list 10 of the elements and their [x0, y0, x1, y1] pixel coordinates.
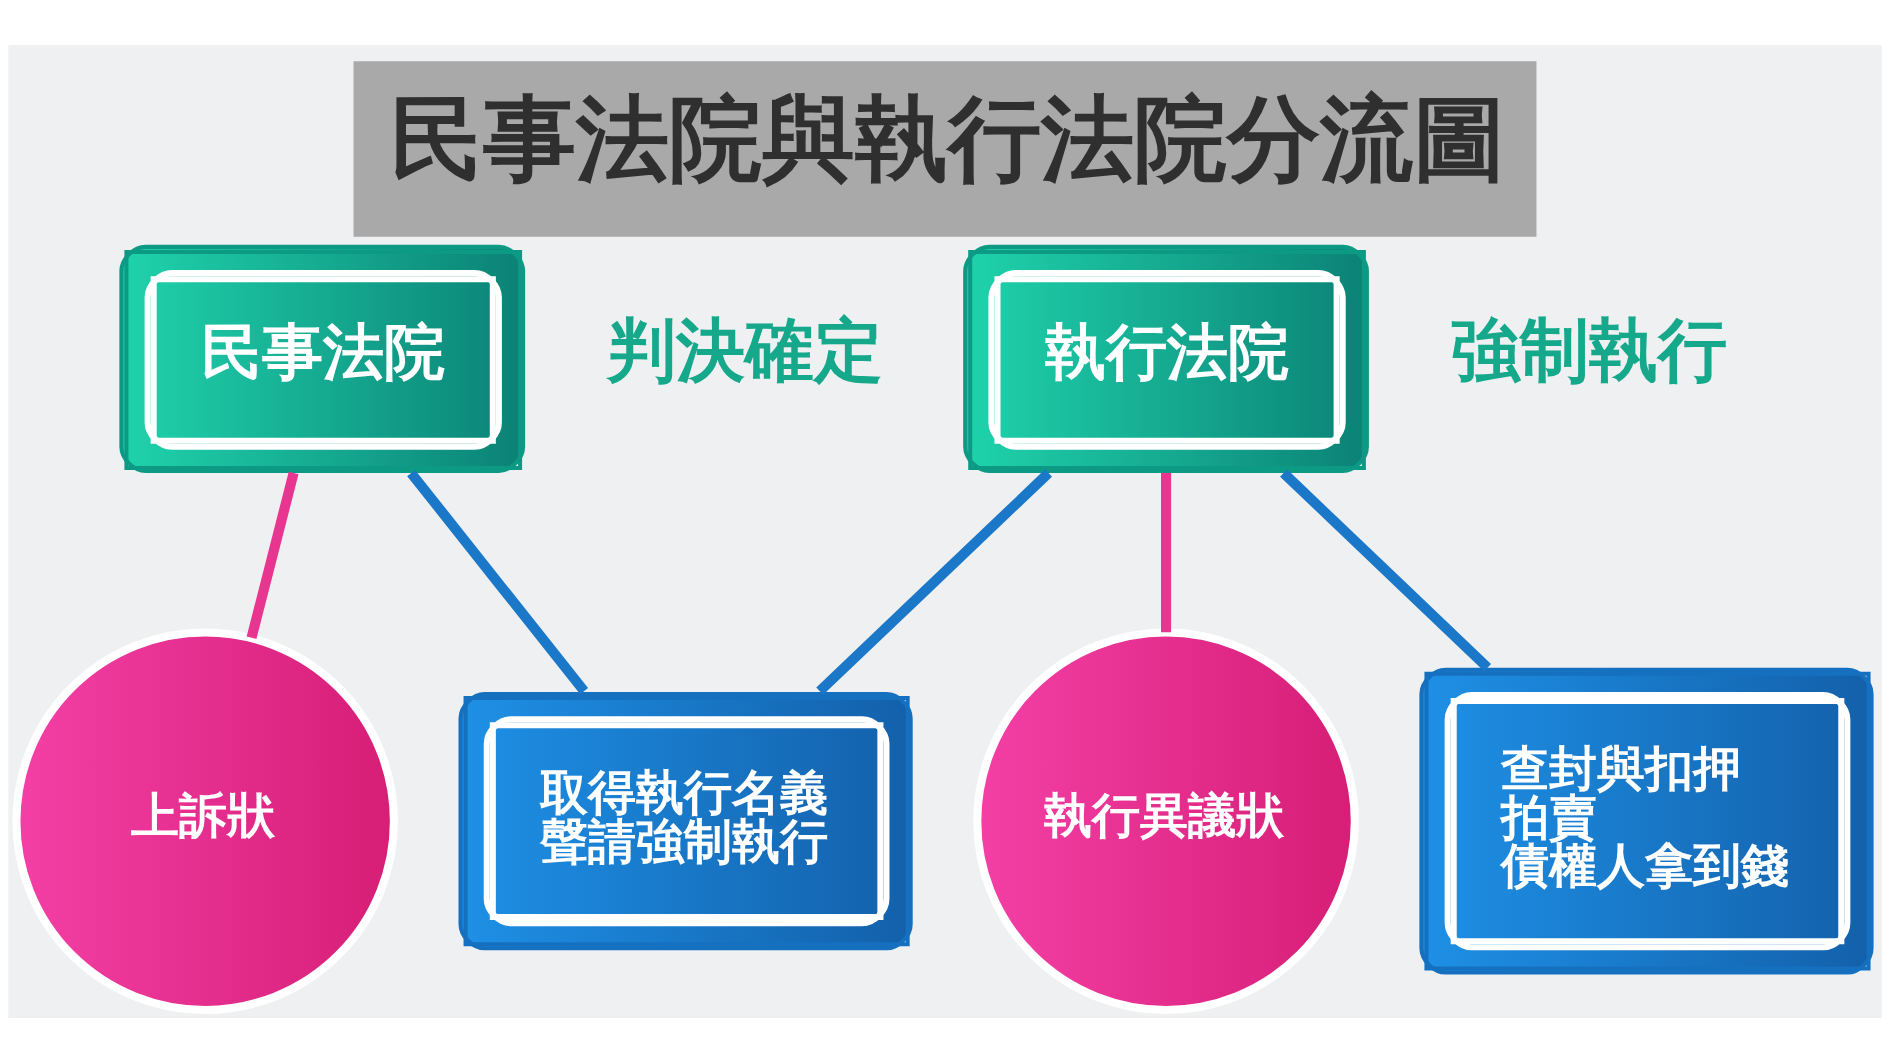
- connector: [1280, 469, 1492, 672]
- node-label: 強制執行: [1450, 310, 1727, 391]
- node-circle: 上訴狀: [12, 628, 398, 1014]
- connector: [246, 471, 299, 639]
- connector: [407, 469, 589, 695]
- node-label: 判決確定: [606, 310, 883, 391]
- connector: [1161, 473, 1172, 633]
- node-circle: 執行異議狀: [973, 628, 1359, 1014]
- connector: [816, 469, 1052, 695]
- diagram-title: 民事法院與執行法院分流圖: [389, 83, 1506, 193]
